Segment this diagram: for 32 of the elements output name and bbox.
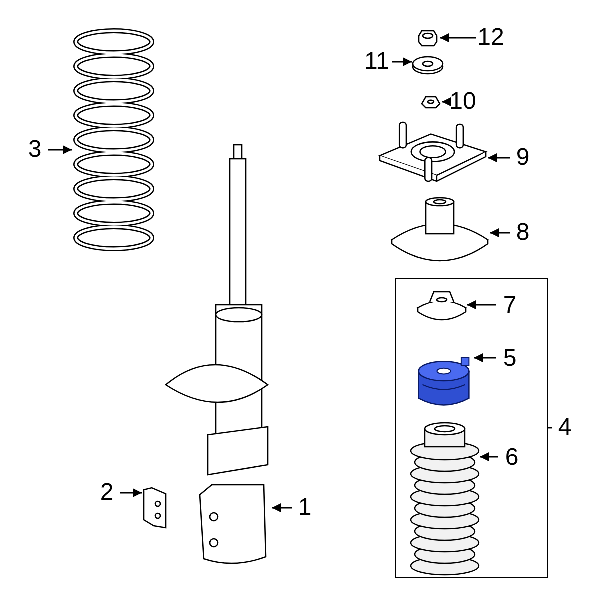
callout-number: 12 bbox=[478, 26, 504, 50]
callout-number: 7 bbox=[499, 294, 521, 318]
bracket-line bbox=[548, 427, 552, 429]
leader-arrow bbox=[272, 504, 292, 512]
leader-arrow bbox=[480, 452, 498, 462]
flange-nut-drawing bbox=[416, 28, 440, 48]
leader-arrow bbox=[467, 300, 496, 310]
coil-spring-drawing bbox=[72, 28, 156, 250]
leader-arrow bbox=[442, 98, 451, 106]
callout-number: 3 bbox=[24, 138, 46, 162]
nut-drawing bbox=[420, 94, 442, 110]
callout-number: 11 bbox=[364, 50, 390, 74]
callout-number: 2 bbox=[96, 481, 118, 505]
callout-number: 1 bbox=[294, 496, 316, 520]
callout-number: 6 bbox=[501, 446, 523, 470]
callout-number: 5 bbox=[499, 347, 521, 371]
callout-number: 10 bbox=[450, 90, 476, 114]
group-frame bbox=[395, 278, 548, 578]
leader-arrow bbox=[392, 58, 412, 66]
callout-number: 8 bbox=[512, 221, 534, 245]
leader-arrow bbox=[48, 146, 72, 154]
leader-arrow bbox=[490, 228, 510, 238]
washer-drawing bbox=[412, 55, 444, 75]
strut-bearing-drawing bbox=[390, 198, 490, 262]
leader-arrow bbox=[440, 34, 476, 42]
callout-number: 4 bbox=[554, 416, 576, 440]
leader-arrow bbox=[488, 154, 510, 162]
callout-number: 9 bbox=[512, 146, 534, 170]
shock-absorber-strut-drawing bbox=[164, 145, 272, 565]
bracket-clip-drawing bbox=[142, 486, 168, 530]
leader-arrow bbox=[474, 354, 496, 362]
leader-arrow bbox=[120, 488, 142, 498]
